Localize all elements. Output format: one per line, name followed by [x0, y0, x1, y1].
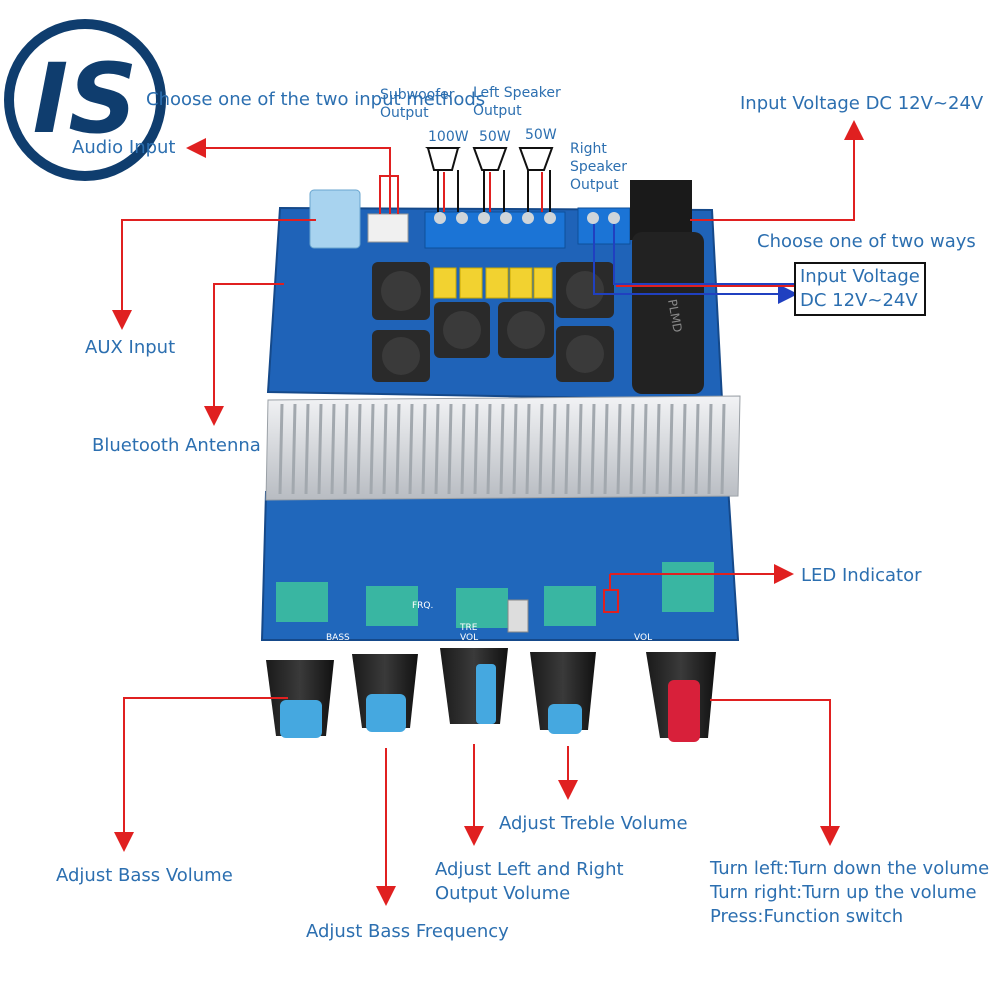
silk-bass: BASS: [326, 633, 350, 643]
label-input-voltage-box-line1: Input Voltage: [800, 266, 920, 287]
film-capacitors: [433, 267, 553, 299]
heatsink-fins: [278, 403, 726, 495]
brand-logo: IS: [4, 19, 166, 181]
label-choose-two-ways: Choose one of two ways: [757, 231, 976, 252]
knobs: [266, 648, 716, 742]
potentiometers: [276, 562, 714, 633]
silk-vol-2: VOL: [634, 633, 653, 643]
label-led-indicator: LED Indicator: [801, 565, 922, 586]
label-100w: 100W: [428, 129, 469, 145]
inductors: [372, 262, 614, 382]
label-input-voltage-box-line2: DC 12V~24V: [800, 290, 918, 311]
silk-tre: TRE: [460, 623, 478, 633]
speaker-wires: [437, 170, 551, 212]
aux-jack: [309, 189, 361, 249]
label-turn-right: Turn right:Turn up the volume: [710, 882, 977, 903]
label-bluetooth-antenna: Bluetooth Antenna: [92, 435, 261, 456]
speaker-symbols: [425, 147, 554, 171]
label-adjust-treble: Adjust Treble Volume: [499, 813, 688, 834]
callout-input-voltage: [690, 120, 864, 221]
silk-frq: FRQ.: [412, 601, 434, 611]
label-turn-left: Turn left:Turn down the volume: [710, 858, 990, 879]
label-input-voltage-box: Input Voltage DC 12V~24V: [794, 262, 926, 316]
callout-volume-knob: [710, 699, 840, 846]
label-audio-input: Audio Input: [72, 137, 176, 158]
label-press: Press:Function switch: [710, 906, 904, 927]
callout-bass-volume: [114, 697, 288, 852]
label-adjust-lr-line1: Adjust Left and Right: [435, 859, 624, 880]
label-right-speaker-output: Right Speaker Output: [570, 141, 627, 193]
label-adjust-bass-frequency: Adjust Bass Frequency: [306, 921, 509, 942]
label-choose-input: Choose one of the two input methods: [146, 89, 486, 110]
label-adjust-lr-line2: Output Volume: [435, 883, 571, 904]
callout-aux-input: [112, 219, 316, 330]
power-terminal: [577, 207, 631, 245]
label-50w-right: 50W: [525, 127, 557, 143]
speaker-terminal-block: [424, 211, 566, 249]
silk-vol: VOL: [460, 633, 479, 643]
dc-jack: [630, 180, 692, 240]
capacitor: [632, 232, 704, 394]
cap-mark: PLMD: [665, 298, 685, 333]
label-adjust-bass-volume: Adjust Bass Volume: [56, 865, 233, 886]
callout-bluetooth: [204, 283, 284, 426]
label-50w-left: 50W: [479, 129, 511, 145]
label-aux-input: AUX Input: [85, 337, 176, 358]
label-left-speaker-output: Left Speaker Output: [473, 85, 561, 119]
label-input-voltage-top: Input Voltage DC 12V~24V: [740, 93, 984, 114]
label-subwoofer-output: Subwoofer Output: [380, 87, 455, 121]
audio-connector: [367, 213, 409, 243]
callout-audio-input: [186, 138, 391, 214]
logo-text: IS: [33, 43, 138, 155]
